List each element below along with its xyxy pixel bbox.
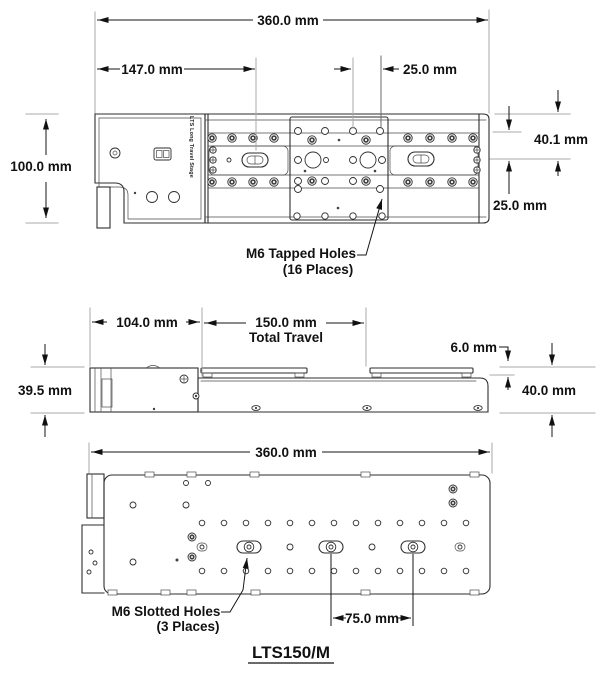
velocity-switch <box>153 147 172 161</box>
dim-top-overall: 360.0 mm <box>97 12 488 28</box>
dim-label-360-top: 360.0 mm <box>257 13 319 28</box>
dim-slot-spacing: 75.0 mm <box>330 554 414 626</box>
dim-label-40-1: 40.1 mm <box>534 132 588 147</box>
callout-slotted-line2: (3 Places) <box>156 619 219 634</box>
dim-label-150: 150.0 mm <box>255 315 317 330</box>
stage-brand-label: LTS Long Travel Stage <box>188 116 194 178</box>
bottom-view-dimensions: 360.0 mm 75.0 mm M6 Slotted Holes (3 Pla… <box>88 442 493 634</box>
edge-ticks <box>107 471 480 596</box>
bottom-slotted-holes <box>196 540 466 554</box>
dim-label-total-travel: Total Travel <box>249 330 323 345</box>
rail-outline <box>204 113 490 224</box>
dim-label-25-right: 25.0 mm <box>493 198 547 213</box>
side-rail-body <box>197 377 489 413</box>
dim-right-side: 40.1 mm 25.0 mm <box>489 90 588 213</box>
callout-slotted-holes: M6 Slotted Holes (3 Places) <box>112 557 249 634</box>
housing-connectors <box>109 147 180 203</box>
carriage-plate <box>289 116 389 221</box>
dim-label-6: 6.0 mm <box>450 340 497 355</box>
left-oval-slot <box>241 152 269 168</box>
recess-set-screws <box>209 146 481 174</box>
side-view <box>89 365 489 413</box>
part-number-label: LTS150/M <box>252 643 330 662</box>
motor-housing-inner-line <box>98 117 202 220</box>
callout-tapped-line2: (16 Places) <box>283 262 354 277</box>
left-recess <box>208 145 289 176</box>
top-view-dimensions: 360.0 mm 147.0 mm 25.0 mm 100.0 mm <box>10 9 588 277</box>
top-view: LTS Long Travel Stage <box>94 113 490 229</box>
side-view-dimensions: 104.0 mm 150.0 mm Total Travel 6.0 mm 39… <box>18 307 596 437</box>
rail-strips <box>207 132 480 189</box>
dim-label-360-bottom: 360.0 mm <box>255 445 317 460</box>
dim-motor-length: 104.0 mm <box>92 314 200 330</box>
dim-platform-height: 6.0 mm <box>450 340 511 390</box>
side-carriage-plates <box>200 367 474 378</box>
carriage-holes <box>293 127 386 220</box>
side-fasteners <box>152 392 483 411</box>
bottom-view <box>81 471 491 596</box>
drawing-title: LTS150/M <box>248 643 334 664</box>
bottom-hole-grid <box>198 519 470 575</box>
callout-tapped-line1: M6 Tapped Holes <box>246 246 356 261</box>
housing-side-tab <box>96 186 111 229</box>
dim-label-104: 104.0 mm <box>116 315 178 330</box>
dim-label-147: 147.0 mm <box>121 62 183 77</box>
dim-label-75: 75.0 mm <box>345 611 399 626</box>
bottom-body <box>103 474 491 595</box>
bottom-left-flange <box>81 524 105 594</box>
dim-label-40: 40.0 mm <box>522 383 576 398</box>
dim-bottom-overall: 360.0 mm <box>91 444 490 460</box>
motor-housing-outline <box>94 113 206 224</box>
rail-screws <box>207 133 478 187</box>
bottom-fasteners <box>86 480 458 575</box>
bottom-tab <box>86 473 105 519</box>
dim-label-25-top: 25.0 mm <box>403 62 457 77</box>
motor-top-bump <box>145 365 161 369</box>
dim-body-height: 39.5 mm <box>18 344 85 437</box>
callout-tapped-holes: M6 Tapped Holes (16 Places) <box>246 198 383 277</box>
callout-slotted-line1: M6 Slotted Holes <box>112 604 221 619</box>
side-motor-block <box>89 367 199 413</box>
dim-depth: 100.0 mm <box>10 113 72 224</box>
right-oval-slot <box>407 151 435 167</box>
dim-label-39-5: 39.5 mm <box>18 383 72 398</box>
dim-total-travel: 150.0 mm Total Travel <box>204 309 364 347</box>
dim-left-section: 147.0 mm <box>97 61 255 77</box>
dim-label-100: 100.0 mm <box>10 159 72 174</box>
dim-hole-offset: 25.0 mm <box>334 62 457 77</box>
dim-overall-height: 40.0 mm <box>489 343 596 437</box>
